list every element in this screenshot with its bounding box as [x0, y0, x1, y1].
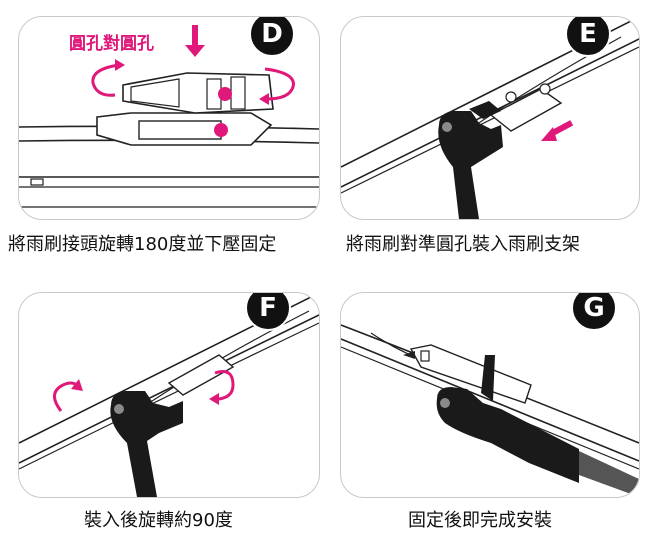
step-e-caption: 將雨刷對準圓孔裝入雨刷支架 — [346, 234, 580, 255]
step-g-panel: G — [340, 292, 640, 498]
step-f-panel: F — [18, 292, 320, 498]
step-e-panel: E — [340, 16, 640, 220]
round-hole-note: 圓孔對圓孔 — [69, 34, 154, 54]
step-d-badge: D — [249, 17, 295, 57]
step-f-caption: 裝入後旋轉約90度 — [84, 510, 233, 531]
step-f-badge: F — [245, 293, 291, 331]
step-g-badge: G — [571, 293, 617, 331]
step-d-panel: 圓孔對圓孔 D — [18, 16, 320, 220]
step-g-caption: 固定後即完成安裝 — [408, 510, 552, 531]
step-e-badge: E — [565, 17, 611, 57]
step-g-illustration — [341, 324, 639, 497]
round-hole-marker — [214, 123, 228, 137]
step-d-caption: 將雨刷接頭旋轉180度並下壓固定 — [8, 234, 277, 255]
step-d-illustration — [19, 25, 319, 208]
